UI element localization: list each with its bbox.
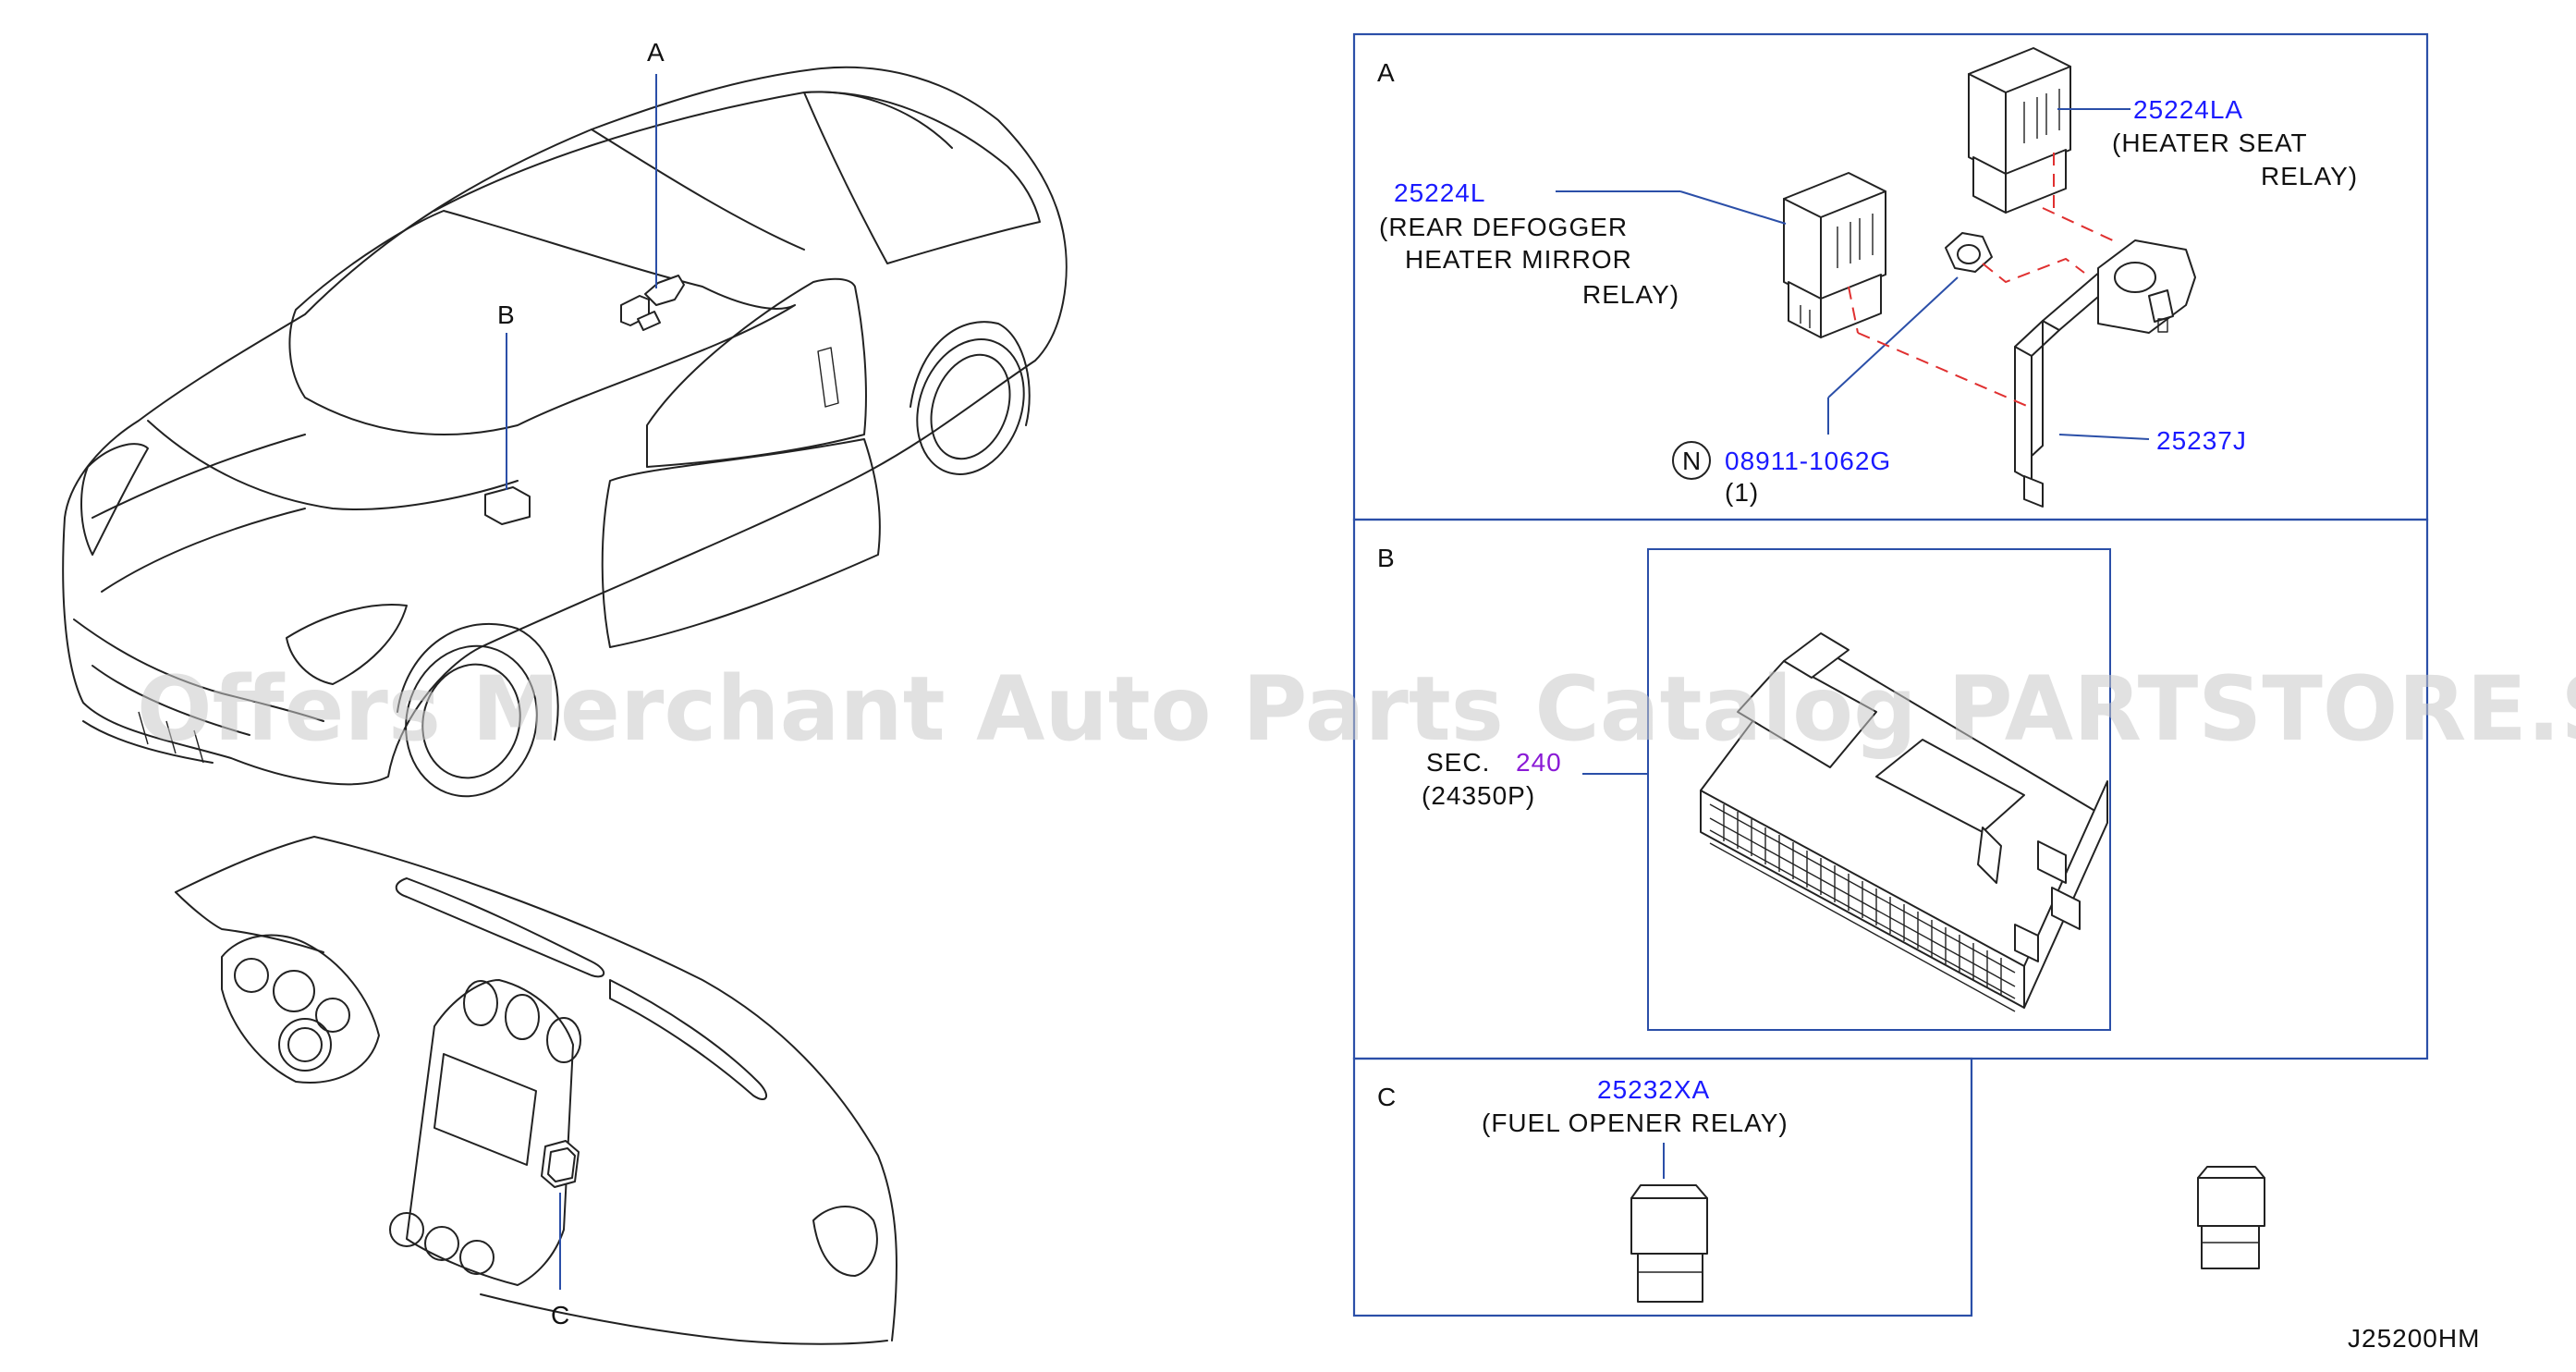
car-callout-a: A — [647, 38, 665, 67]
sec-label: SEC. — [1426, 748, 1490, 777]
assembly-line-2 — [1848, 286, 1859, 334]
nut-qty: (1) — [1725, 478, 1759, 507]
fuse-block-drawing — [1700, 632, 2108, 1012]
rear-defogger-relay-desc-1: (REAR DEFOGGER — [1379, 213, 1628, 241]
car-illustration — [62, 66, 1068, 798]
panel-a-letter: A — [1377, 58, 1396, 87]
diagram-code: J25200HM — [2348, 1324, 2480, 1353]
fuse-box-frame — [1647, 548, 2111, 1031]
nut-symbol-circle — [1672, 441, 1711, 480]
heater-seat-relay-part-no[interactable]: 25224LA — [2133, 95, 2243, 124]
nut-drawing — [1945, 232, 1993, 273]
sec-ref-part: (24350P) — [1422, 781, 1535, 810]
rear-defogger-relay-desc-2: HEATER MIRROR — [1405, 245, 1632, 274]
watermark: Offers Merchant Auto Parts Catalog PARTS… — [137, 657, 2576, 761]
nut-part-no[interactable]: 08911-1062G — [1725, 447, 1891, 475]
assembly-line-4 — [1982, 257, 2085, 284]
panel-b-letter: B — [1377, 544, 1396, 572]
bracket-part-no[interactable]: 25237J — [2156, 426, 2247, 455]
rear-defogger-relay-drawing — [1783, 172, 1886, 338]
rear-defogger-relay-desc-3: RELAY) — [1582, 280, 1679, 309]
fuel-opener-relay-drawing — [1630, 1184, 1708, 1303]
heater-seat-relay-drawing — [1968, 47, 2071, 214]
bracket-drawing — [2014, 239, 2196, 508]
panel-c-frame — [1352, 1057, 1973, 1317]
nut-symbol: N — [1682, 447, 1702, 475]
assembly-line-3 — [2042, 207, 2118, 243]
fuel-opener-relay-part-no[interactable]: 25232XA — [1597, 1075, 1710, 1104]
heater-seat-relay-desc-2: RELAY) — [2261, 162, 2358, 190]
rear-defogger-relay-part-no[interactable]: 25224L — [1394, 178, 1485, 207]
assembly-line-1 — [1857, 332, 2030, 408]
fuel-opener-relay-desc: (FUEL OPENER RELAY) — [1482, 1109, 1789, 1137]
panel-c-letter: C — [1377, 1083, 1397, 1111]
dash-callout-c: C — [551, 1301, 570, 1329]
heater-seat-relay-desc-1: (HEATER SEAT — [2112, 129, 2308, 157]
spare-relay-drawing — [2197, 1166, 2265, 1269]
car-callout-b: B — [497, 300, 516, 329]
dashboard-illustration — [175, 836, 897, 1345]
sec-number[interactable]: 240 — [1516, 748, 1562, 777]
